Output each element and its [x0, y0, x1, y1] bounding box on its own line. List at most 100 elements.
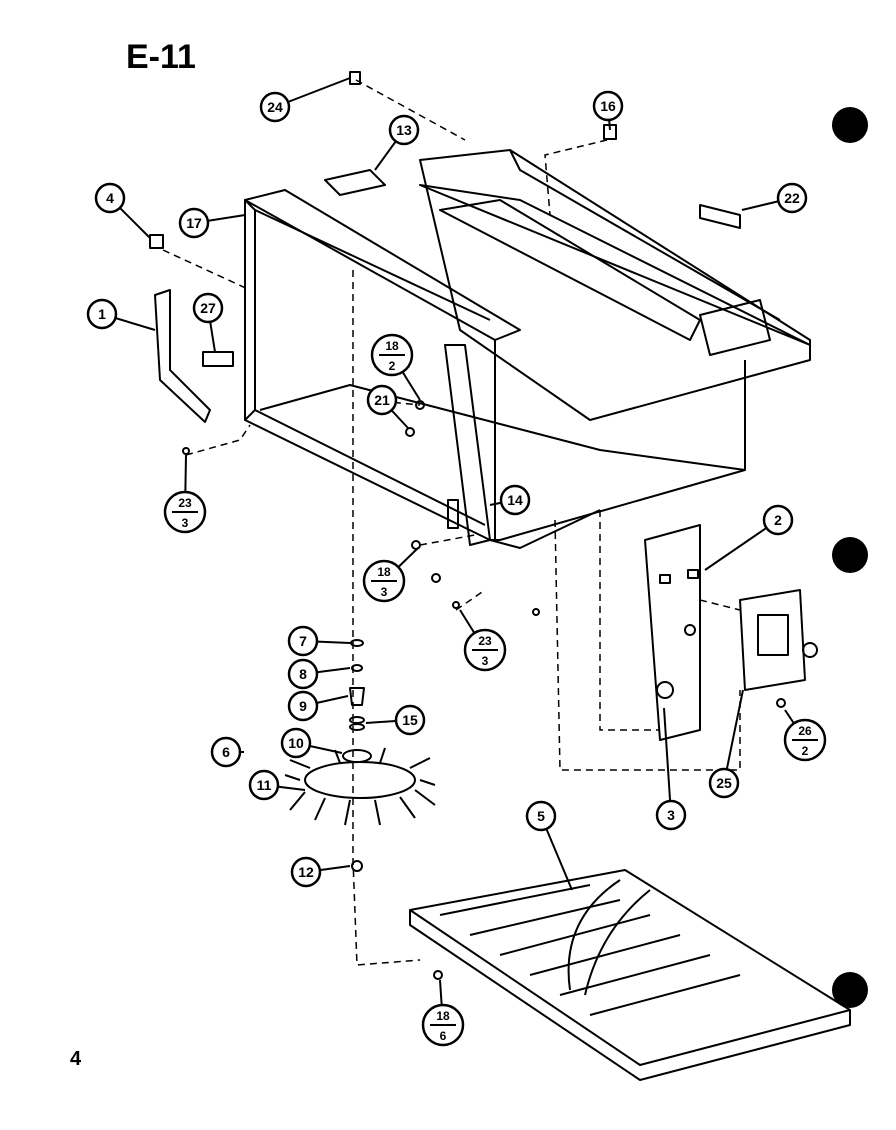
page-title: E-11	[126, 38, 196, 76]
callout-18-3: 183	[362, 547, 419, 603]
callout-3: 3	[655, 707, 687, 831]
svg-text:21: 21	[374, 392, 390, 408]
svg-text:14: 14	[507, 492, 523, 508]
assembly-line	[355, 79, 466, 141]
svg-text:2: 2	[802, 744, 809, 758]
callout-16: 16	[592, 90, 624, 131]
svg-text:27: 27	[200, 300, 216, 316]
assembly-line	[599, 510, 660, 731]
callout-15: 15	[365, 704, 426, 736]
screw	[431, 573, 441, 583]
svg-text:5: 5	[537, 808, 545, 824]
callout-9: 9	[287, 690, 349, 722]
screw	[433, 970, 443, 980]
svg-text:8: 8	[299, 666, 307, 682]
screw	[411, 540, 421, 550]
callout-7: 7	[287, 625, 351, 657]
callout-8: 8	[287, 658, 351, 690]
assembly-line	[419, 534, 476, 546]
screw	[776, 698, 786, 708]
terminal-block-small	[202, 351, 234, 367]
callout-11: 11	[248, 769, 306, 801]
cabinet-top-panel	[419, 149, 811, 421]
svg-text:4: 4	[106, 190, 114, 206]
callout-17: 17	[178, 207, 246, 239]
callout-14: 14	[489, 484, 531, 516]
fan-bracket-strip	[444, 344, 491, 546]
control-bracket	[644, 524, 701, 741]
svg-text:1: 1	[98, 306, 106, 322]
screw	[182, 447, 190, 455]
callout-23-3: 233	[459, 609, 507, 672]
callout-13: 13	[374, 114, 420, 171]
svg-text:3: 3	[381, 585, 388, 599]
registration-dot	[832, 972, 868, 1008]
assembly-line	[699, 599, 741, 611]
registration-dot	[832, 537, 868, 573]
svg-text:3: 3	[182, 516, 189, 530]
svg-text:2: 2	[774, 512, 782, 528]
callout-26-2: 262	[783, 709, 827, 762]
svg-text:24: 24	[267, 99, 283, 115]
fan-hub-stack	[342, 639, 372, 872]
base-tray	[409, 869, 851, 1081]
callout-23-3: 233	[163, 454, 207, 534]
assembly-line	[554, 519, 741, 771]
svg-text:3: 3	[667, 807, 675, 823]
screw	[532, 608, 540, 616]
assembly-line	[455, 589, 486, 611]
svg-text:15: 15	[402, 712, 418, 728]
callout-12: 12	[290, 856, 351, 888]
callout-27: 27	[192, 292, 224, 353]
svg-text:13: 13	[396, 122, 412, 138]
switch-assembly	[739, 589, 818, 691]
svg-text:18: 18	[436, 1009, 450, 1023]
terminal-block	[324, 169, 386, 196]
callout-25: 25	[708, 689, 744, 799]
svg-text:16: 16	[600, 98, 616, 114]
callout-18-2: 182	[370, 333, 421, 401]
svg-text:25: 25	[716, 775, 732, 791]
screw	[415, 400, 425, 410]
assembly-line	[352, 270, 421, 966]
svg-text:17: 17	[186, 215, 202, 231]
callout-10: 10	[280, 727, 343, 759]
assembly-line	[185, 424, 251, 456]
callout-21: 21	[366, 384, 409, 429]
callout-4: 4	[94, 182, 151, 239]
callout-24: 24	[259, 77, 351, 123]
svg-text:22: 22	[784, 190, 800, 206]
svg-text:12: 12	[298, 864, 314, 880]
svg-text:18: 18	[377, 565, 391, 579]
svg-text:9: 9	[299, 698, 307, 714]
svg-text:7: 7	[299, 633, 307, 649]
assembly-line	[162, 249, 251, 291]
callout-6: 6	[210, 736, 244, 768]
screw	[452, 601, 460, 609]
page-number: 4	[70, 1048, 82, 1070]
svg-text:6: 6	[440, 1029, 447, 1043]
front-frame	[244, 189, 521, 541]
connector-block	[699, 204, 741, 229]
fan-blade	[284, 747, 436, 826]
svg-text:10: 10	[288, 735, 304, 751]
svg-text:18: 18	[385, 339, 399, 353]
screw	[405, 427, 415, 437]
callout-22: 22	[741, 182, 808, 214]
handle-bar	[154, 289, 211, 423]
callout-18-6: 186	[421, 979, 465, 1047]
svg-text:3: 3	[482, 654, 489, 668]
assembly-line	[544, 139, 608, 216]
registration-dot	[832, 107, 868, 143]
svg-text:23: 23	[178, 496, 192, 510]
svg-text:2: 2	[389, 359, 396, 373]
callout-2: 2	[704, 504, 794, 571]
svg-text:26: 26	[798, 724, 812, 738]
callout-5: 5	[525, 800, 573, 891]
svg-text:23: 23	[478, 634, 492, 648]
callout-1: 1	[86, 298, 156, 331]
svg-text:6: 6	[222, 744, 230, 760]
small-clip	[149, 234, 164, 249]
cabinet-side-panel	[259, 360, 746, 549]
